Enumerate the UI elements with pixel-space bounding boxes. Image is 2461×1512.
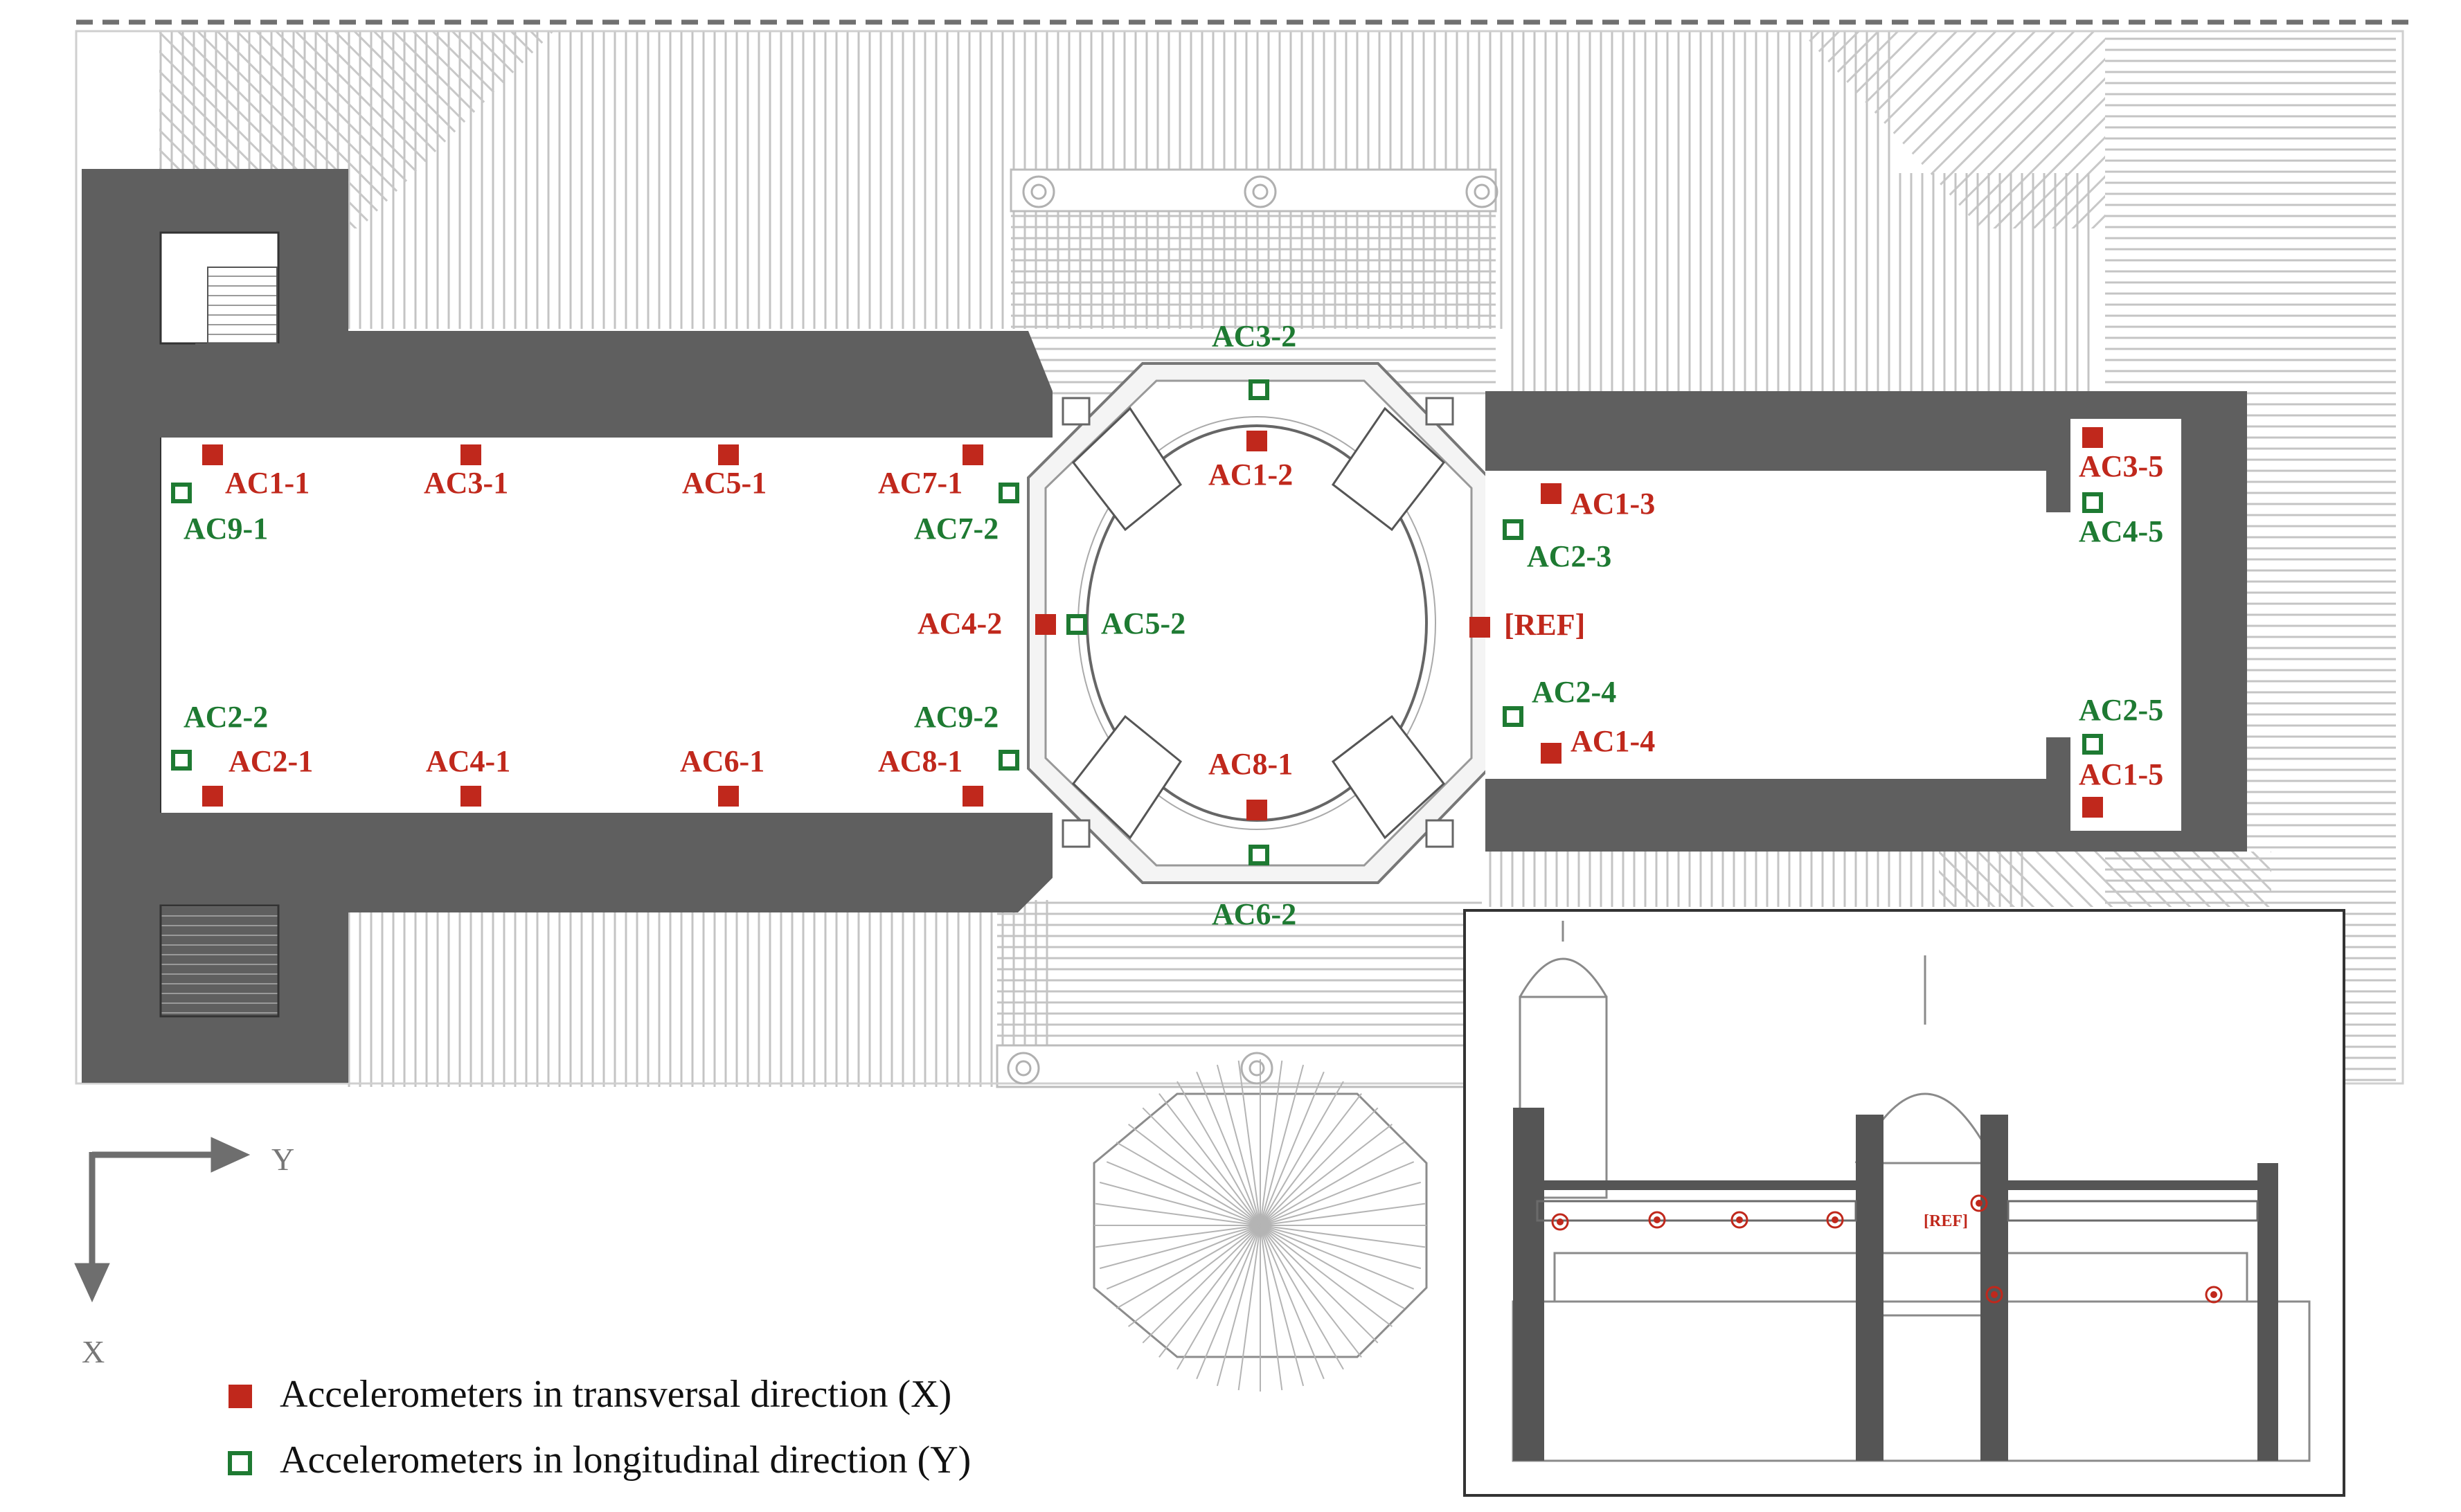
sensor-label: AC3-5 <box>2079 449 2163 483</box>
sensor-y-ac4-5: AC4-5 <box>2079 492 2163 548</box>
sensor-label: AC1-3 <box>1570 487 1655 521</box>
sensor-label: AC2-3 <box>1527 539 1611 573</box>
transversal-marker <box>1541 743 1561 764</box>
sensor-label: AC1-5 <box>2079 757 2163 791</box>
transversal-marker <box>202 786 223 807</box>
sensor-label: AC2-1 <box>229 744 313 778</box>
sensor-x-ac1-4: AC1-4 <box>1541 724 1655 764</box>
sensor-x-ac2-1: AC2-1 <box>202 744 313 807</box>
sensor-label: [REF] <box>1504 608 1585 642</box>
sensor-y-ac2-4: AC2-4 <box>1503 675 1616 727</box>
sensor-label: AC6-2 <box>1212 897 1296 931</box>
transversal-marker <box>718 786 739 807</box>
transversal-marker <box>1035 614 1056 635</box>
axis-y-label: Y <box>271 1142 294 1177</box>
sensor-label: AC7-1 <box>878 466 963 500</box>
sensor-label: AC4-2 <box>918 606 1002 640</box>
inset-section-drawing: [REF] <box>1463 909 2345 1497</box>
sensor-label: AC1-2 <box>1208 458 1293 492</box>
longitudinal-marker <box>1503 706 1523 727</box>
sensor-label: AC9-1 <box>184 512 268 546</box>
longitudinal-marker <box>1249 845 1269 865</box>
transversal-marker <box>963 444 983 465</box>
sensor-x-ac7-1: AC7-1 <box>878 444 983 500</box>
sensor-y-ac5-2: AC5-2 <box>1066 606 1185 640</box>
transversal-marker <box>1469 617 1490 638</box>
sensor-x-ac1-3: AC1-3 <box>1541 483 1655 521</box>
sensor-x-ac5-1: AC5-1 <box>682 444 767 500</box>
sensor-label: AC1-1 <box>225 466 310 500</box>
sensor-x-ac1-5: AC1-5 <box>2079 757 2163 818</box>
sensor-y-ac2-5: AC2-5 <box>2079 693 2163 755</box>
sensor-y-ac6-2: AC6-2 <box>1212 845 1296 931</box>
sensor-x-ac3-5: AC3-5 <box>2079 427 2163 483</box>
sensor-y-ac2-3: AC2-3 <box>1503 519 1611 573</box>
transversal-marker <box>1246 800 1267 820</box>
longitudinal-marker <box>999 750 1019 771</box>
sensor-label: AC4-5 <box>2079 514 2163 548</box>
sensor-label: AC5-2 <box>1101 606 1185 640</box>
longitudinal-marker <box>1503 519 1523 540</box>
sensor-x-ac4-2: AC4-2 <box>918 606 1056 640</box>
sensor-label: AC2-5 <box>2079 693 2163 727</box>
legend-text-longitudinal: Accelerometers in longitudinal direction… <box>280 1439 971 1482</box>
sensor-x-ac4-1: AC4-1 <box>426 744 510 807</box>
sensor-label: AC2-2 <box>184 700 268 734</box>
longitudinal-marker <box>1066 614 1087 635</box>
sensor-x-ac8-1: AC8-1 <box>1208 747 1293 820</box>
axis-x-label: X <box>82 1334 105 1369</box>
sensor-y-ac9-2: AC9-2 <box>914 700 1019 771</box>
sensor-label: AC8-1 <box>878 744 963 778</box>
sensor-x-ac1-2: AC1-2 <box>1208 431 1293 492</box>
longitudinal-marker <box>1249 379 1269 400</box>
legend-text-transversal: Accelerometers in transversal direction … <box>280 1373 951 1416</box>
sensor-y-ac9-1: AC9-1 <box>171 483 268 546</box>
left-nave <box>82 169 1053 1083</box>
sensor-x-ac6-1: AC6-1 <box>680 744 764 807</box>
longitudinal-marker <box>999 483 1019 503</box>
transversal-marker <box>202 444 223 465</box>
sensor-x-ac1-1: AC1-1 <box>202 444 310 500</box>
legend: Accelerometers in transversal direction … <box>228 1373 971 1482</box>
sensor-x-ac3-1: AC3-1 <box>424 444 508 500</box>
longitudinal-marker <box>171 750 192 771</box>
transversal-marker <box>718 444 739 465</box>
sensor-label: AC2-4 <box>1532 675 1616 709</box>
transversal-marker <box>460 786 481 807</box>
transversal-marker <box>2082 427 2103 448</box>
octagon-roof <box>1093 1059 1428 1392</box>
sensor-label: AC9-2 <box>914 700 999 734</box>
legend-marker-longitudinal <box>228 1451 252 1475</box>
axis-indicator <box>74 1137 251 1303</box>
sensor-label: AC8-1 <box>1208 747 1293 781</box>
right-nave <box>1485 391 2247 852</box>
sensor-y-ac2-2: AC2-2 <box>171 700 268 771</box>
transversal-marker <box>1246 431 1267 451</box>
central-octagon <box>1027 362 1490 884</box>
sensor-x-ac8-1: AC8-1 <box>878 744 983 807</box>
sensor-label: AC6-1 <box>680 744 764 778</box>
transversal-marker <box>460 444 481 465</box>
sensor-label: AC1-4 <box>1570 724 1655 758</box>
inset-ref-label: [REF] <box>1924 1212 1968 1230</box>
transversal-marker <box>2082 797 2103 818</box>
sensor-y-ac7-2: AC7-2 <box>914 483 1019 546</box>
sensor-label: AC3-1 <box>424 466 508 500</box>
sensor-x-ref: [REF] <box>1469 608 1585 642</box>
legend-marker-transversal <box>229 1385 252 1408</box>
sensor-label: AC4-1 <box>426 744 510 778</box>
sensor-y-ac3-2: AC3-2 <box>1212 319 1296 400</box>
roof-hatching <box>75 30 2404 1088</box>
sensor-label: AC7-2 <box>914 512 999 546</box>
transversal-marker <box>963 786 983 807</box>
sensor-label: AC3-2 <box>1212 319 1296 353</box>
sensor-label: AC5-1 <box>682 466 767 500</box>
longitudinal-marker <box>2082 734 2103 755</box>
longitudinal-marker <box>2082 492 2103 513</box>
transversal-marker <box>1541 483 1561 504</box>
longitudinal-marker <box>171 483 192 503</box>
